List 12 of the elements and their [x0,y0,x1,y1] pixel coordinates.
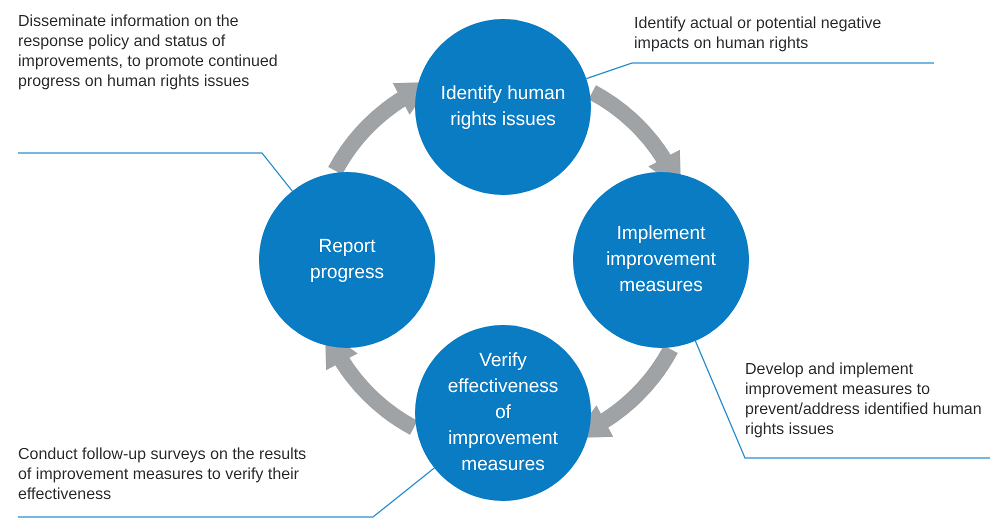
step-circle: Implement improvement measures [573,172,749,348]
leader-line [18,468,435,518]
step-circle: Identify human rights issues [415,19,591,195]
step-circle: Verify effectiveness of improvement measures [415,325,591,501]
description-text: Conduct follow-up surveys on the results of improvement measures to verify their effectiveness [18,445,373,517]
description-text: Disseminate information on the response policy and status of improvements, to promote continued progress on human rights issues [18,12,278,153]
leader-line [694,340,990,459]
description-text: Identify actual or potential negative impacts on human rights [634,14,934,63]
description-text: Develop and implement improvement measures to prevent/address identified human rights issues [745,360,990,458]
leader-line [586,62,934,80]
step-circle: Report progress [259,172,435,348]
leader-line [18,152,293,192]
